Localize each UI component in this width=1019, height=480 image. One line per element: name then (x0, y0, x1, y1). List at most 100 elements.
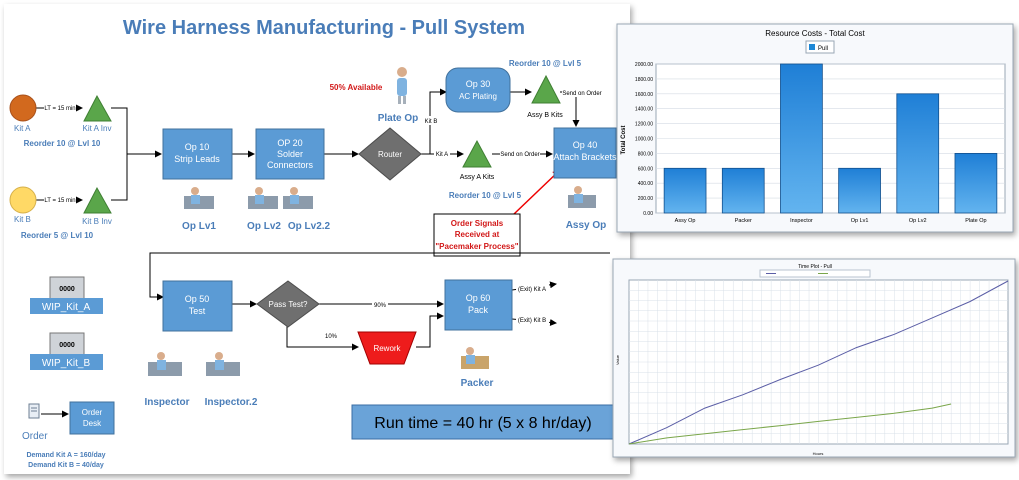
kit-a-source (9, 94, 37, 122)
bar-assy-op (663, 167, 707, 214)
bar-chart-ylabel: Total Cost (621, 126, 627, 155)
op20-box[interactable] (255, 128, 325, 180)
send-on-order-2: Send on Order (500, 152, 539, 158)
op-lv1-workstation-icon (184, 187, 214, 209)
kit-b-path-label: Kit B (425, 119, 438, 125)
run-time-text: Run time = 40 hr (5 x 8 hr/day) (374, 415, 591, 432)
inspector2-label: Inspector.2 (205, 397, 258, 408)
wip-a-label-box (30, 298, 103, 314)
kit-a-lt-label-bg (44, 102, 76, 113)
kit-b-lead-time: LT = 15 min (44, 198, 75, 204)
bar-ytick-label: 0.00 (643, 211, 653, 217)
order-desk-line2: Desk (83, 419, 102, 428)
order-desk-box[interactable] (69, 401, 115, 435)
bar-ytick-label: 1400.00 (635, 107, 653, 113)
kit-a-path-label-bg (434, 149, 450, 158)
bar-chart-plot: 0.00200.00400.00600.00800.001000.001200.… (635, 62, 1006, 224)
op-lv2-label: Op Lv2 (247, 221, 281, 232)
op30-box[interactable] (445, 67, 511, 113)
bar-ytick-label: 2000.00 (635, 62, 653, 68)
exit-b-label: (Exit) Kit B (518, 318, 546, 324)
bar-ytick-label: 800.00 (638, 151, 654, 157)
kit-b-label: Kit B (14, 215, 31, 224)
kit-b-source (9, 186, 37, 214)
bar-category-label: Assy Op (675, 218, 696, 224)
op10-box[interactable] (162, 128, 233, 180)
availability-note: 50% Available (330, 83, 383, 92)
demand-a-note: Demand Kit A = 160/day (26, 452, 105, 459)
bar-plate-op (954, 152, 998, 214)
inspector-label: Inspector (144, 397, 189, 408)
router-diamond[interactable] (358, 127, 422, 181)
bar-legend-label: Pull (818, 46, 828, 52)
op10-line1: Op 10 (185, 142, 210, 152)
assy-b-kits-triangle (531, 74, 561, 104)
assy-b-reorder-note: Reorder 10 @ Lvl 5 (509, 59, 582, 68)
exit-a-label: (Exit) Kit A (518, 287, 546, 293)
bar-chart-title: Resource Costs - Total Cost (765, 29, 865, 38)
demand-b-note: Demand Kit B = 40/day (28, 462, 104, 469)
order-signal-arrow (513, 169, 561, 215)
kit-a-lead-time: LT = 15 min (44, 106, 75, 112)
op30-line1: Op 30 (466, 79, 491, 89)
pct-pass-label: 90% (374, 303, 387, 309)
op-lv22-label: Op Lv2.2 (288, 221, 331, 232)
order-label: Order (22, 431, 48, 442)
line-chart-plot (628, 273, 1009, 445)
line-chart-ylabel: Value (615, 354, 620, 365)
bar-op-lv2 (896, 93, 940, 214)
order-signals-callout (433, 213, 521, 257)
op50-line2: Test (189, 306, 206, 316)
bar-ytick-label: 1200.00 (635, 122, 653, 128)
diagram-title: Wire Harness Manufacturing - Pull System (123, 17, 525, 39)
pass-test-diamond[interactable] (256, 280, 320, 328)
bar-ytick-label: 1000.00 (635, 137, 653, 143)
wip-b-label: WIP_Kit_B (42, 358, 91, 369)
bar-inspector (780, 63, 823, 214)
inspector-workstation-icon (148, 352, 182, 376)
wip-a-counter-value: 0000 (59, 286, 75, 293)
bar-category-label: Packer (735, 218, 752, 224)
wip-b-label-box (30, 354, 103, 370)
router-label: Router (378, 150, 402, 159)
kit-b-inv-label: Kit B Inv (82, 217, 112, 226)
op40-line2: Attach Brackets (553, 152, 617, 162)
send-on-order-2-bg (500, 149, 540, 158)
bar-ytick-label: 200.00 (638, 196, 654, 202)
order-signals-line3: "Pacemaker Process" (435, 242, 518, 251)
pass-test-label: Pass Test? (269, 300, 309, 309)
bar-category-label: Inspector (790, 218, 813, 224)
bar-op-lv1 (838, 167, 881, 214)
line-chart-title: Time Plot - Pull (798, 264, 832, 270)
kit-a-inv-label: Kit A Inv (83, 124, 112, 133)
op60-box[interactable] (444, 279, 513, 331)
op20-line1: OP 20 (277, 138, 302, 148)
op20-line2: Solder (277, 149, 303, 159)
bar-category-label: Plate Op (965, 218, 986, 224)
assy-a-kits-triangle (462, 139, 492, 168)
wip-a-label: WIP_Kit_A (42, 302, 91, 313)
kit-a-path-label: Kit A (436, 152, 448, 158)
kit-b-path-label-bg (424, 116, 438, 125)
op30-line2: AC Plating (459, 92, 497, 101)
order-document-icon (28, 403, 40, 419)
rework-trapezoid[interactable] (357, 331, 417, 365)
op10-line2: Strip Leads (174, 154, 220, 164)
line-legend-box (759, 269, 871, 278)
inspector2-workstation-icon (206, 352, 240, 376)
order-desk-line1: Order (82, 408, 103, 417)
bar-ytick-label: 600.00 (638, 166, 654, 172)
bar-ytick-label: 1600.00 (635, 92, 653, 98)
op40-box[interactable] (553, 127, 617, 179)
flowchart-panel (4, 4, 630, 474)
packer-workstation-icon (461, 347, 489, 369)
bar-packer (721, 167, 765, 214)
send-on-order-1: Send on Order (562, 91, 601, 97)
line-series-2 (628, 403, 952, 445)
assy-a-reorder-note: Reorder 10 @ Lvl 5 (449, 191, 522, 200)
op50-box[interactable] (162, 280, 233, 332)
rework-label: Rework (373, 344, 401, 353)
wip-b-counter-value: 0000 (59, 342, 75, 349)
pct-fail-label: 10% (325, 334, 338, 340)
